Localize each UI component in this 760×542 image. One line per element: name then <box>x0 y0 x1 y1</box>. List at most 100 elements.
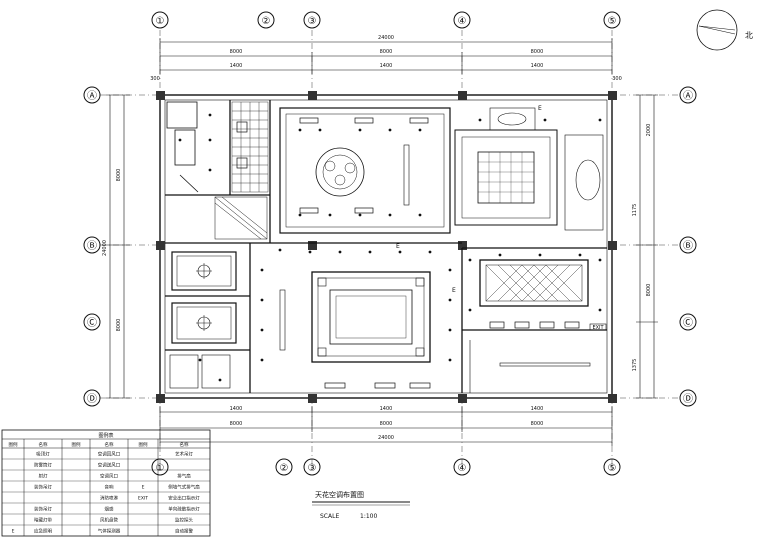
dim-sub-top-3: 1400 <box>380 63 393 69</box>
dim-sub-top-5: 300 <box>612 76 622 82</box>
main-hall-ceiling <box>279 107 451 234</box>
legend-cell: 烟感 <box>105 506 114 513</box>
dim-total-bottom: 24000 <box>378 435 394 441</box>
axis-top-2: ② <box>262 16 271 27</box>
legend-cell: 防雾筒灯 <box>34 462 52 469</box>
dim-sub-bottom-1: 1400 <box>230 406 243 412</box>
legend-cell: 安全出口指示灯 <box>168 495 200 502</box>
ac-vents <box>236 117 580 389</box>
legend-cell: 监控探头 <box>175 517 193 524</box>
legend-col-5: 图例 <box>139 441 148 448</box>
dim-sub-bottom-3: 1400 <box>531 406 544 412</box>
dim-sub-top-2: 1400 <box>230 63 243 69</box>
axis-right-1: Ⓐ <box>683 90 693 102</box>
scale-label: SCALE <box>320 513 339 520</box>
stair <box>214 196 268 240</box>
axis-top-3: ③ <box>308 16 317 27</box>
right-dimensions <box>636 94 658 399</box>
dim-right-2: 8000 <box>646 284 652 297</box>
right-lower-room-ceiling <box>479 259 607 331</box>
legend-cell: 暗藏灯带 <box>34 517 52 524</box>
legend-cell: EXIT <box>138 496 148 502</box>
emergency-light-label-2: E <box>452 287 456 294</box>
legend-cell: 射灯 <box>39 473 48 480</box>
dim-total-top: 24000 <box>378 35 394 41</box>
drawing-title: 天花空调布置图 <box>315 490 364 499</box>
legend-cell: 空调回风口 <box>98 451 121 458</box>
legend-table: 图例表 图例 名称 图例 名称 图例 名称 吸顶灯空调回风口艺术吊灯防雾筒灯空调… <box>1 429 211 537</box>
legend-cell: E <box>12 529 15 535</box>
legend-cell: 装饰吊灯 <box>34 484 52 491</box>
axis-left-1: Ⓐ <box>87 90 97 102</box>
dim-left-1: 8000 <box>116 169 122 182</box>
title-block: 天花空调布置图 SCALE 1:100 <box>312 490 410 520</box>
legend-cell: 自动报警 <box>175 528 193 535</box>
axis-right-3: Ⓒ <box>683 317 693 329</box>
dim-right-4: 1375 <box>632 359 638 372</box>
legend-cell: 单向疏散指示灯 <box>168 506 200 513</box>
dim-right-3: 1175 <box>632 204 638 217</box>
legend-cell: 消防喷淋 <box>100 495 118 502</box>
left-axis-bubbles: Ⓐ Ⓑ Ⓒ Ⓓ <box>83 86 101 407</box>
scale-value: 1:100 <box>360 513 377 520</box>
toilet-tile-grid <box>231 101 269 193</box>
light-strip <box>499 362 591 367</box>
legend-cell: 侧墙气式排气扇 <box>168 484 200 491</box>
legend-cell: 空调送风口 <box>98 462 121 469</box>
legend-cell: 排气扇 <box>177 473 191 480</box>
axis-left-3: Ⓒ <box>87 317 97 329</box>
legend-cell: 风机盘管 <box>100 517 118 524</box>
right-axis-bubbles: Ⓐ Ⓑ Ⓒ Ⓓ <box>679 86 697 407</box>
axis-bottom-5: ⑤ <box>608 463 617 474</box>
north-label: 北 <box>745 31 753 40</box>
legend-col-2: 名称 <box>39 441 48 448</box>
bottom-dimensions <box>159 406 613 446</box>
dim-span-top-3: 8000 <box>531 49 544 55</box>
legend-cell: 吸顶灯 <box>36 451 50 458</box>
lower-hall-ceiling <box>279 271 431 363</box>
top-axis-bubbles: ① ② ③ ④ ⑤ <box>151 11 621 29</box>
left-dimensions <box>106 94 130 399</box>
legend-cell: E <box>142 485 145 491</box>
axis-left-2: Ⓑ <box>87 240 97 252</box>
dim-right-1: 2000 <box>646 124 652 137</box>
top-right-room-ceiling <box>454 107 604 231</box>
legend-cell: 气体探测器 <box>98 528 121 535</box>
dim-span-bottom-3: 8000 <box>531 421 544 427</box>
legend-col-4: 名称 <box>105 441 114 448</box>
legend-col-6: 名称 <box>180 441 189 448</box>
emergency-light-label-1: E <box>396 243 400 250</box>
emergency-light-label-3: E <box>538 105 542 112</box>
axis-top-1: ① <box>156 16 165 27</box>
left-rooms-ceiling <box>169 251 237 389</box>
north-arrow <box>696 9 738 51</box>
legend-col-1: 图例 <box>9 441 18 448</box>
legend-cell: 音响 <box>105 484 114 491</box>
legend-cell: 装饰吊灯 <box>34 506 52 513</box>
axis-top-4: ④ <box>458 16 467 27</box>
axis-bottom-3: ③ <box>308 463 317 474</box>
axis-left-4: Ⓓ <box>87 393 97 405</box>
interior-partitions <box>165 100 607 393</box>
legend-heading: 图例表 <box>98 432 113 439</box>
dim-span-bottom-2: 8000 <box>380 421 393 427</box>
downlight-marks <box>178 113 602 382</box>
legend-cell: 应急照明 <box>34 528 52 535</box>
outer-wall <box>159 94 613 399</box>
dim-sub-top-4: 1400 <box>531 63 544 69</box>
dim-left-2: 8000 <box>116 319 122 332</box>
dim-sub-bottom-2: 1400 <box>380 406 393 412</box>
axis-bottom-1: ① <box>156 463 165 474</box>
legend-cell: 空调风口 <box>100 473 118 480</box>
dim-sub-top-1: 300 <box>150 76 160 82</box>
axis-bottom-2: ② <box>280 463 289 474</box>
axis-top-5: ⑤ <box>608 16 617 27</box>
dim-left-total: 24000 <box>102 240 108 256</box>
legend-cell: 艺术吊灯 <box>175 451 193 458</box>
bottom-axis-bubbles: ① ② ③ ④ ⑤ <box>151 458 621 476</box>
small-rooms-top-left <box>166 101 199 193</box>
axis-bottom-4: ④ <box>458 463 467 474</box>
dim-span-top-2: 8000 <box>380 49 393 55</box>
